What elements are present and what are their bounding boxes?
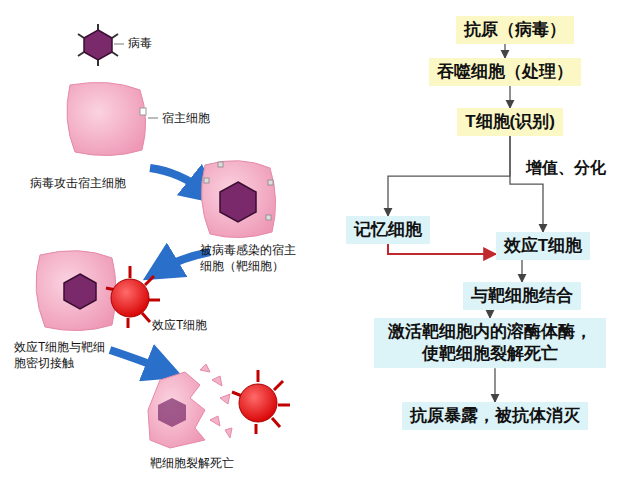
figure-label: 病毒 [128, 36, 152, 52]
process-box: 吞噬细胞（处理） [429, 58, 581, 86]
process-arrow [150, 168, 205, 192]
process-box: 抗原暴露，被抗体消灭 [402, 402, 588, 430]
process-box: 与靶细胞结合 [463, 282, 581, 310]
flow-arrow [388, 136, 510, 216]
box-text: 激活靶细胞内的溶酶体酶，使靶细胞裂解死亡 [382, 321, 598, 365]
infected-cell [201, 161, 275, 238]
process-box: 记忆细胞 [346, 216, 430, 244]
process-box: 效应T细胞 [496, 232, 590, 260]
flow-arrow [388, 244, 496, 254]
host-cell [67, 82, 158, 155]
lysed-cell [148, 364, 290, 448]
box-text: 记忆细胞 [354, 219, 422, 241]
box-text: 抗原暴露，被抗体消灭 [410, 405, 580, 427]
edge-note: 增值、分化 [526, 158, 606, 179]
figure-label: 宿主细胞 [162, 111, 210, 127]
box-text: 抗原（病毒） [464, 19, 566, 41]
process-box: 激活靶细胞内的溶酶体酶，使靶细胞裂解死亡 [374, 318, 606, 368]
figure-label: 效应T细胞与靶细胞密切接触 [14, 340, 114, 371]
process-box: 抗原（病毒） [456, 16, 574, 44]
target-cell-contact [36, 251, 160, 331]
flow-arrow [489, 310, 490, 318]
flow-arrow [509, 86, 510, 108]
figure-label: 被病毒感染的宿主细胞（靶细胞） [200, 243, 304, 274]
flow-arrow [504, 44, 505, 58]
process-arrow [110, 350, 165, 370]
figure-label: 效应T细胞 [152, 318, 207, 334]
box-text: 吞噬细胞（处理） [437, 61, 573, 83]
virus [78, 24, 124, 66]
figure-label: 病毒攻击宿主细胞 [30, 176, 126, 192]
flow-arrow [510, 136, 543, 232]
box-text: 与靶细胞结合 [471, 285, 573, 307]
box-text: T细胞(识别) [465, 111, 555, 133]
figure-label: 靶细胞裂解死亡 [150, 456, 234, 472]
box-text: 效应T细胞 [504, 235, 582, 257]
flow-arrow [494, 368, 495, 402]
process-box: T细胞(识别) [457, 108, 563, 136]
flow-arrow [521, 260, 522, 282]
